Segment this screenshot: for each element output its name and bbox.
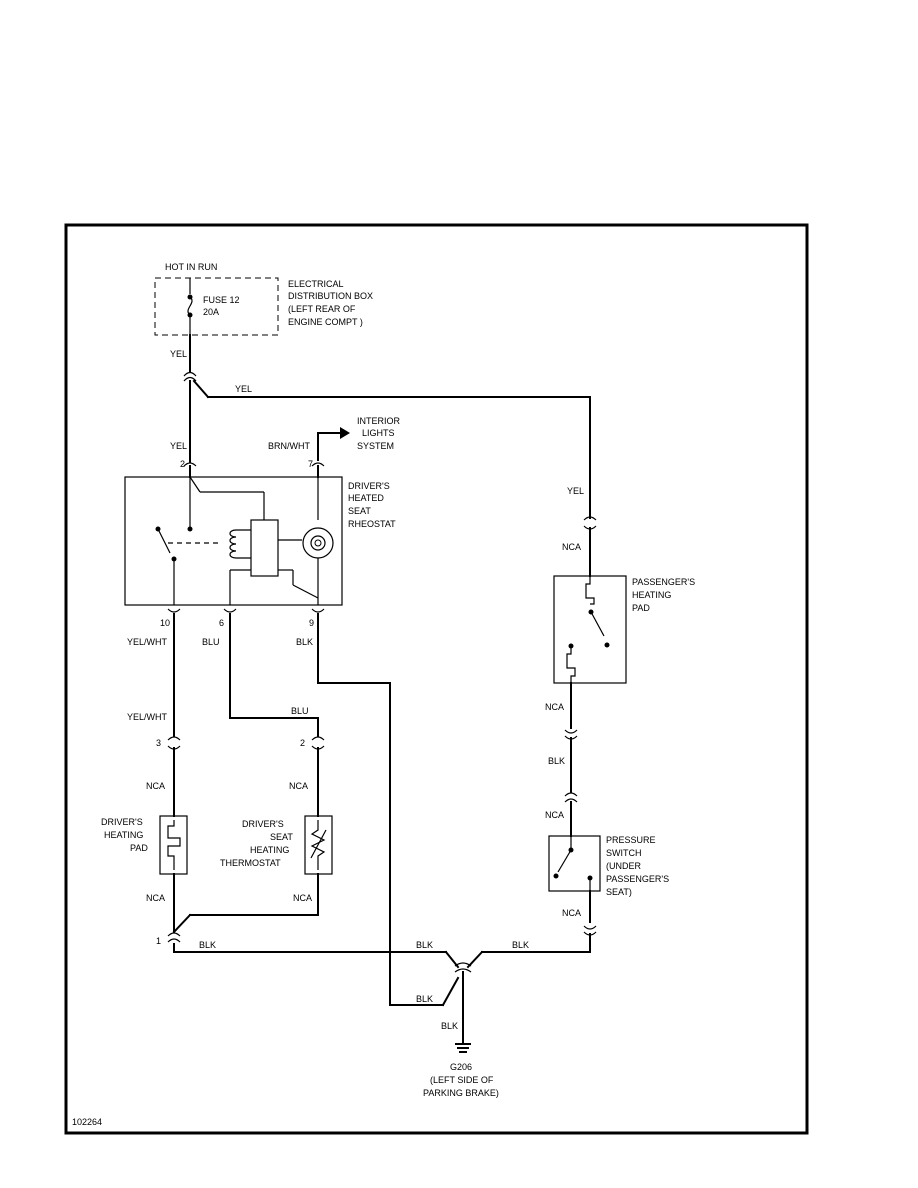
- label-interior-1: INTERIOR: [357, 416, 401, 426]
- label-rheostat-4: RHEOSTAT: [348, 519, 396, 529]
- label-pressure-switch-3: (UNDER: [606, 861, 641, 871]
- label-wire-blk-6: BLK: [441, 1021, 458, 1031]
- label-nca-p4: NCA: [562, 908, 581, 918]
- pressure-switch: [548, 835, 601, 892]
- label-rheostat-3: SEAT: [348, 506, 371, 516]
- label-rheostat-2: HEATED: [348, 493, 384, 503]
- label-pin-9: 9: [309, 618, 314, 628]
- wire-yel-wht: [167, 613, 181, 817]
- label-wire-brn-wht: BRN/WHT: [268, 441, 310, 451]
- label-wire-yel-2: YEL: [235, 384, 252, 394]
- label-hot-in-run: HOT IN RUN: [165, 262, 217, 272]
- label-edb-3: (LEFT REAR OF: [288, 304, 356, 314]
- label-pressure-switch-1: PRESSURE: [606, 835, 656, 845]
- label-wire-blk-1: BLK: [296, 637, 313, 647]
- passengers-heating-pad: [553, 575, 627, 684]
- diagram-frame: [64, 223, 809, 1135]
- wire-blk-driver-side: [167, 873, 460, 969]
- label-driver-pad-3: PAD: [130, 843, 148, 853]
- label-wire-yel-wht-1: YEL/WHT: [127, 637, 168, 647]
- label-wire-blk-4: BLK: [512, 940, 529, 950]
- wire-blk-pressure-switch: [466, 890, 597, 969]
- ground-splice: [454, 962, 472, 1039]
- label-pin-1: 1: [156, 936, 161, 946]
- label-nca-p1: NCA: [562, 542, 581, 552]
- label-wire-yel-1: YEL: [170, 349, 187, 359]
- label-passenger-pad-1: PASSENGER'S: [632, 577, 695, 587]
- label-ground-3: PARKING BRAKE): [423, 1088, 499, 1098]
- label-rheostat-1: DRIVER'S: [348, 481, 390, 491]
- label-pressure-switch-4: PASSENGER'S: [606, 874, 669, 884]
- label-wire-blu-2: BLU: [291, 706, 309, 716]
- label-wire-blk-2: BLK: [199, 940, 216, 950]
- ground-icon: [455, 1038, 471, 1053]
- label-wire-blk-3: BLK: [416, 940, 433, 950]
- label-driver-pad-2: HEATING: [104, 830, 143, 840]
- electrical-distribution-box: [154, 277, 279, 336]
- label-edb-1: ELECTRICAL: [288, 279, 344, 289]
- wire-brn-wht: [317, 427, 350, 461]
- label-thermostat-4: THERMOSTAT: [220, 858, 281, 868]
- label-pressure-switch-2: SWITCH: [606, 848, 642, 858]
- label-nca-p2: NCA: [545, 702, 564, 712]
- label-edb-2: DISTRIBUTION BOX: [288, 291, 373, 301]
- label-nca-d4: NCA: [293, 893, 312, 903]
- label-nca-d2: NCA: [289, 781, 308, 791]
- label-passenger-pad-3: PAD: [632, 603, 650, 613]
- label-wire-blk-5: BLK: [416, 994, 433, 1004]
- label-pressure-switch-5: SEAT): [606, 887, 632, 897]
- fuse-12-symbol: [187, 278, 193, 335]
- figure-id: 102264: [72, 1117, 102, 1127]
- label-nca-p3: NCA: [545, 810, 564, 820]
- label-wire-blk-passenger: BLK: [548, 756, 565, 766]
- wire-blu: [229, 613, 325, 817]
- label-passenger-pad-2: HEATING: [632, 590, 671, 600]
- label-thermostat-3: HEATING: [250, 845, 289, 855]
- label-pin-2: 2: [180, 459, 185, 469]
- label-fuse-name: FUSE 12: [203, 295, 240, 305]
- label-interior-2: LIGHTS: [362, 428, 395, 438]
- label-wire-yel-4: YEL: [567, 486, 584, 496]
- label-wire-blu-1: BLU: [202, 637, 220, 647]
- label-pin-10: 10: [160, 618, 170, 628]
- label-pin-6: 6: [219, 618, 224, 628]
- label-nca-d1: NCA: [146, 781, 165, 791]
- label-ground-2: (LEFT SIDE OF: [430, 1075, 494, 1085]
- label-fuse-rating: 20A: [203, 307, 219, 317]
- label-pin-3: 3: [156, 738, 161, 748]
- label-interior-3: SYSTEM: [357, 441, 394, 451]
- wire-yel-main: [183, 334, 197, 463]
- label-nca-d3: NCA: [146, 893, 165, 903]
- label-thermostat-1: DRIVER'S: [242, 819, 284, 829]
- arrow-right-icon: [340, 427, 350, 439]
- label-pin-2b: 2: [300, 738, 305, 748]
- label-edb-4: ENGINE COMPT ): [288, 317, 363, 327]
- rheostat-internals: [155, 476, 334, 605]
- drivers-heated-seat-rheostat: [124, 476, 343, 606]
- label-pin-7: 7: [308, 459, 313, 469]
- label-thermostat-2: SEAT: [270, 832, 293, 842]
- label-ground-1: G206: [450, 1062, 472, 1072]
- wire-blk-rheostat: [317, 613, 460, 1007]
- wire-yel-passenger: [192, 379, 597, 577]
- label-driver-pad-1: DRIVER'S: [101, 817, 143, 827]
- label-wire-yel-wht-2: YEL/WHT: [127, 712, 168, 722]
- label-wire-yel-3: YEL: [170, 441, 187, 451]
- wire-nca-blk-passenger: [564, 682, 578, 837]
